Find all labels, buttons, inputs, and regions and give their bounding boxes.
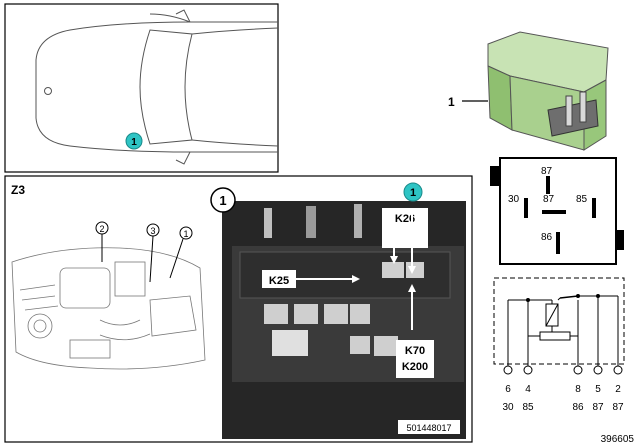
label-k26: K26 bbox=[395, 213, 415, 225]
photo-circle-label: 1 bbox=[210, 187, 236, 213]
schematic-terminals: 6 4 8 5 2 30 85 86 87 87 bbox=[502, 365, 624, 413]
label-k70: K70 bbox=[405, 345, 425, 357]
pin-bottom-label: 86 bbox=[541, 232, 553, 243]
terminal-num: 6 bbox=[505, 384, 511, 395]
terminal-name: 85 bbox=[522, 402, 534, 413]
fusebox-photo: K26 K25 K70 K200 501448017 bbox=[222, 201, 466, 439]
photo-id: 501448017 bbox=[406, 423, 451, 433]
terminal-name: 30 bbox=[502, 402, 514, 413]
location-marker-label: 1 bbox=[131, 137, 137, 148]
zone-label: Z3 bbox=[11, 183, 25, 197]
svg-text:1: 1 bbox=[219, 193, 226, 208]
pin-diagram: 87 30 87 85 86 bbox=[490, 157, 624, 265]
car-outline bbox=[35, 9, 279, 165]
callout-2-label: 2 bbox=[99, 224, 104, 234]
terminal-num: 8 bbox=[575, 384, 581, 395]
pin-center-label: 87 bbox=[543, 194, 555, 205]
terminal-name: 86 bbox=[572, 402, 584, 413]
label-k200: K200 bbox=[402, 361, 428, 373]
location-marker: 1 bbox=[125, 132, 143, 150]
relay-callout: 1 bbox=[448, 95, 455, 109]
drawing-id: 396605 bbox=[601, 434, 635, 445]
detail-panel: Z3 2 3 1 bbox=[4, 175, 473, 443]
terminal-num: 4 bbox=[525, 384, 531, 395]
photo-marker: 1 bbox=[403, 182, 423, 202]
pin-right-label: 85 bbox=[576, 194, 588, 205]
pin-left-label: 30 bbox=[508, 194, 520, 205]
pin-top-label: 87 bbox=[541, 166, 553, 177]
relay-part: 1 bbox=[448, 31, 609, 151]
terminal-name: 87 bbox=[612, 402, 624, 413]
vehicle-panel: 1 bbox=[4, 3, 279, 173]
engine-callouts: 2 3 1 bbox=[95, 221, 193, 283]
engine-bay-sketch bbox=[11, 247, 206, 370]
label-k25: K25 bbox=[269, 275, 289, 287]
circuit-schematic bbox=[493, 277, 625, 376]
terminal-num: 2 bbox=[615, 384, 621, 395]
terminal-name: 87 bbox=[592, 402, 604, 413]
svg-text:1: 1 bbox=[410, 187, 416, 199]
callout-3-label: 3 bbox=[150, 226, 155, 236]
terminal-num: 5 bbox=[595, 384, 601, 395]
schematic-nodes bbox=[526, 294, 600, 302]
callout-1-label: 1 bbox=[183, 229, 188, 239]
